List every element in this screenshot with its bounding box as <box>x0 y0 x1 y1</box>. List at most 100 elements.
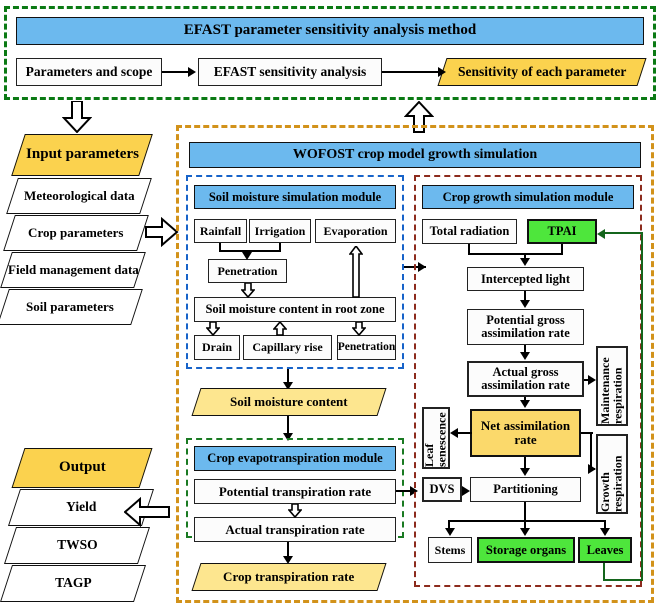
soil-penetration-top-box[interactable]: Penetration <box>208 259 287 283</box>
crop-arrowhead-actual <box>520 352 530 360</box>
input-item-field-management-data[interactable]: Field management data <box>0 252 146 288</box>
output-item-twso[interactable]: TWSO <box>3 527 151 564</box>
efast-arrowhead-2 <box>438 66 446 77</box>
block-arrow-down-to-inputs <box>62 101 92 133</box>
evapo-block-arrow-down <box>288 504 302 518</box>
soil-arrowhead-result <box>283 382 293 390</box>
evapo-to-result-arrowhead <box>283 556 293 564</box>
crop-arrowhead-intercepted <box>520 258 530 266</box>
soil-conn-module-to-result <box>287 369 290 386</box>
evapo-module-header: Crop evapotranspiration module <box>194 446 396 471</box>
crop-arrowhead-storage <box>520 528 530 536</box>
soil-moisture-content-result[interactable]: Soil moisture content <box>191 388 387 416</box>
crop-conn-to-stems <box>448 520 451 530</box>
soil-result-label: Soil moisture content <box>230 394 348 410</box>
feedback-conn-leaves-down <box>603 563 606 581</box>
crop-arrowhead-net <box>520 400 530 408</box>
crop-net-assimilation-rate-box[interactable]: Net assimilation rate <box>470 409 581 457</box>
output-header: Output <box>11 448 153 488</box>
crop-growth-respiration-box[interactable]: Growth respiration <box>596 434 628 514</box>
soil-conn-irrigation-down <box>279 243 282 252</box>
crop-partitioning-box[interactable]: Partitioning <box>470 477 581 502</box>
input-item-3-label: Soil parameters <box>26 299 114 315</box>
output-item-tagp[interactable]: TAGP <box>0 565 147 602</box>
crop-storage-organs-box[interactable]: Storage organs <box>477 537 575 563</box>
crop-maintenance-respiration-label: Maintenance respiration <box>598 357 625 424</box>
output-item-0-label: Yield <box>65 499 97 515</box>
crop-conn-net-to-partitioning <box>524 457 527 470</box>
crop-conn-to-intercepted <box>524 253 527 260</box>
input-item-2-label: Field management data <box>7 262 139 278</box>
evapo-to-dvs-conn <box>396 490 416 493</box>
evapo-actual-transpiration-box[interactable]: Actual transpiration rate <box>194 517 396 542</box>
output-item-1-label: TWSO <box>56 537 98 553</box>
soil-evaporation-box[interactable]: Evaporation <box>315 219 396 243</box>
soil-block-arrow-up-to-evaporation <box>349 246 363 298</box>
efast-step-sensitivity-analysis[interactable]: EFAST sensitivity analysis <box>198 58 382 86</box>
crop-module-header: Crop growth simulation module <box>422 185 634 209</box>
block-arrow-right-inputs-to-model <box>145 217 179 247</box>
crop-total-radiation-box[interactable]: Total radiation <box>422 219 517 244</box>
wofost-panel-frame <box>176 125 654 603</box>
crop-stems-box[interactable]: Stems <box>428 537 472 563</box>
crop-arrowhead-maintenance <box>588 374 596 385</box>
soil-conn-rainfall-down <box>219 243 222 252</box>
evapo-result-label: Crop transpiration rate <box>223 569 355 585</box>
crop-conn-net-right <box>581 432 593 435</box>
crop-conn-merge-top <box>468 253 563 256</box>
efast-connector-2 <box>382 71 444 74</box>
input-item-soil-parameters[interactable]: Soil parameters <box>0 289 143 325</box>
crop-intercepted-light-box[interactable]: Intercepted light <box>467 267 584 291</box>
soil-arrowhead-penetration <box>242 252 252 260</box>
crop-conn-organs-bus <box>448 520 606 523</box>
crop-conn-potential-to-actual <box>524 345 527 355</box>
crop-potential-gross-assimilation-box[interactable]: Potential gross assimilation rate <box>467 309 584 345</box>
crop-conn-tpai-down <box>561 244 564 255</box>
feedback-conn-up <box>641 232 644 581</box>
feedback-conn-to-tpai <box>604 232 643 235</box>
soil-block-arrow-to-drain <box>206 322 220 336</box>
crop-conn-intercepted-to-potential <box>524 291 527 302</box>
crop-arrowhead-leafsen <box>450 427 458 438</box>
soil-penetration-bottom-box[interactable]: Penetration <box>337 335 396 360</box>
soil-root-zone-box[interactable]: Soil moisture content in root zone <box>194 297 396 322</box>
soil-to-crop-arrowhead <box>418 261 426 272</box>
crop-tpai-box[interactable]: TPAI <box>527 219 597 244</box>
crop-arrowhead-partitioning <box>520 468 530 476</box>
crop-actual-gross-assimilation-box[interactable]: Actual gross assimilation rate <box>467 361 584 397</box>
crop-arrowhead-dvs <box>462 485 470 496</box>
crop-growth-respiration-label: Growth respiration <box>598 455 625 512</box>
efast-panel-header: EFAST parameter sensitivity analysis met… <box>16 17 644 45</box>
evapo-potential-transpiration-box[interactable]: Potential transpiration rate <box>194 479 396 504</box>
crop-leaf-senescence-label: Leaf senescence <box>422 412 449 467</box>
crop-leaves-box[interactable]: Leaves <box>578 537 632 563</box>
input-item-meteorological-data[interactable]: Meteorological data <box>6 178 152 214</box>
crop-arrowhead-growthresp <box>588 463 596 474</box>
input-parameters-header-label: Input parameters <box>25 146 139 163</box>
soil-result-to-evapo-arrowhead <box>283 433 293 441</box>
efast-step-sensitivity-of-each-parameter[interactable]: Sensitivity of each parameter <box>437 58 647 86</box>
crop-conn-to-leaves <box>604 520 607 530</box>
soil-conn-merge <box>219 250 281 253</box>
soil-irrigation-box[interactable]: Irrigation <box>249 219 311 243</box>
crop-leaf-senescence-box[interactable]: Leaf senescence <box>422 407 450 469</box>
efast-step-parameters-and-scope[interactable]: Parameters and scope <box>16 58 162 86</box>
efast-arrowhead-1 <box>188 66 196 77</box>
soil-drain-box[interactable]: Drain <box>194 335 240 360</box>
feedback-arrowhead-tpai <box>597 228 605 239</box>
soil-block-arrow-penetration-to-rootzone <box>241 283 255 298</box>
block-arrow-up-to-efast <box>404 101 434 133</box>
input-item-1-label: Crop parameters <box>28 225 124 241</box>
soil-capillary-rise-box[interactable]: Capillary rise <box>243 335 332 360</box>
output-item-2-label: TAGP <box>54 575 92 591</box>
soil-result-to-evapo-conn <box>287 416 290 438</box>
input-item-crop-parameters[interactable]: Crop parameters <box>3 215 149 251</box>
crop-dvs-box[interactable]: DVS <box>422 477 462 502</box>
crop-conn-net-to-leafsen <box>454 432 472 435</box>
feedback-conn-leaves-right <box>603 579 643 582</box>
efast-panel-frame <box>4 6 656 100</box>
crop-maintenance-respiration-box[interactable]: Maintenance respiration <box>596 346 628 426</box>
crop-transpiration-rate-result[interactable]: Crop transpiration rate <box>191 563 387 591</box>
soil-rainfall-box[interactable]: Rainfall <box>194 219 247 243</box>
